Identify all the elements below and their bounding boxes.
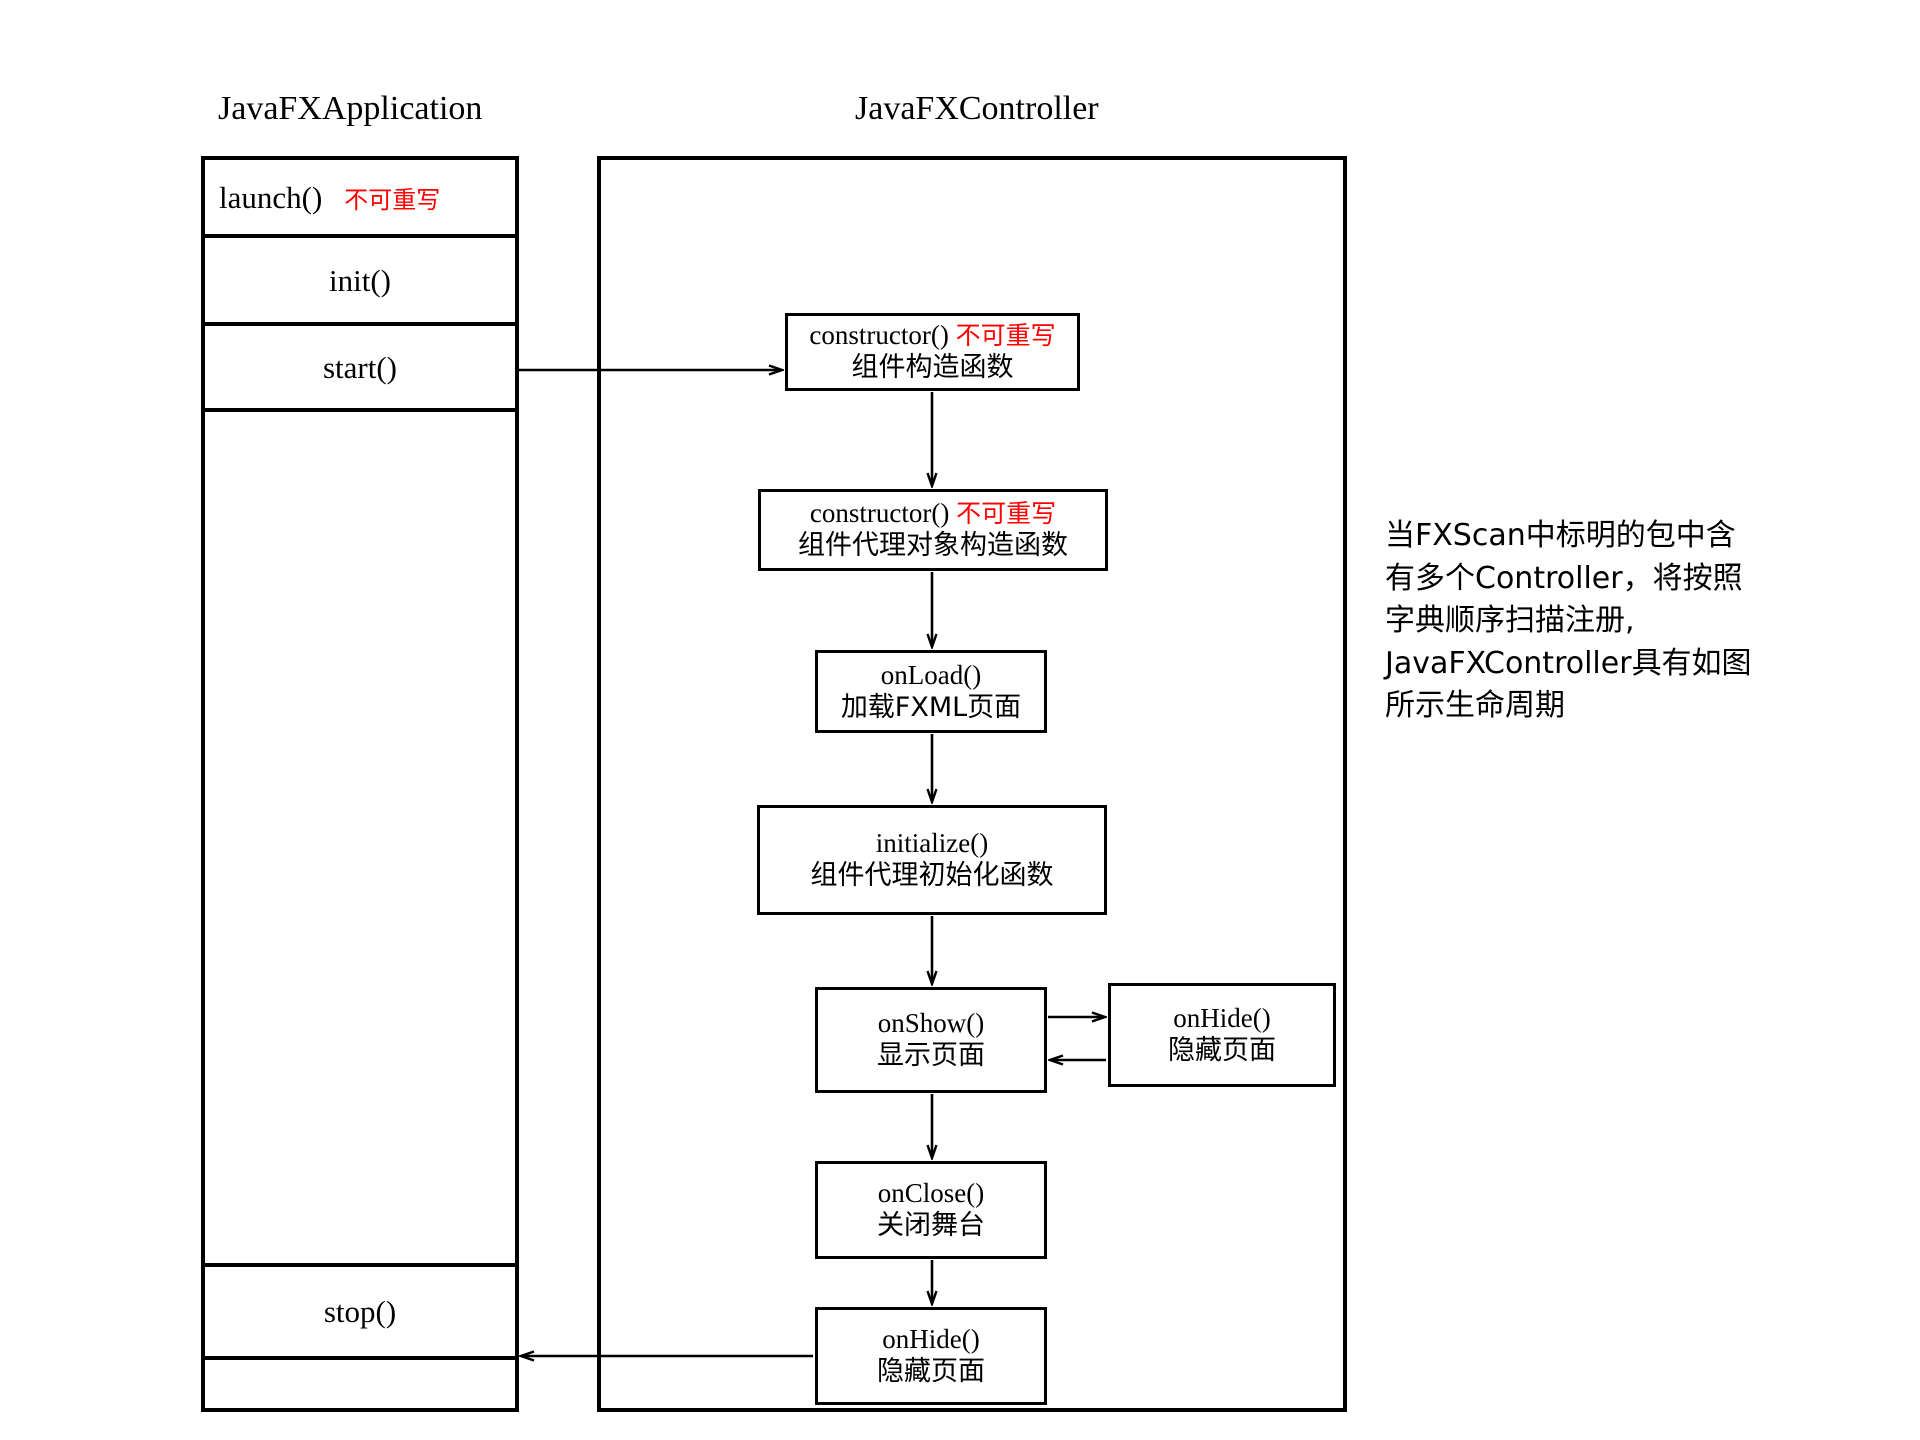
controller-column-title: JavaFXController bbox=[855, 90, 1099, 127]
onhide-side-subtitle: 隐藏页面 bbox=[1168, 1035, 1276, 1066]
side-annotation: 当FXScan中标明的包中含 有多个Controller，将按照 字典顺序扫描注… bbox=[1385, 515, 1855, 728]
launch-label: launch() bbox=[219, 179, 323, 215]
onshow-title: onShow() bbox=[877, 1008, 985, 1039]
application-column-title: JavaFXApplication bbox=[218, 90, 483, 127]
onhide-side-title: onHide() bbox=[1173, 1003, 1271, 1034]
annotation-line-1: 当FXScan中标明的包中含 bbox=[1385, 518, 1736, 553]
onload-title: onLoad() bbox=[880, 659, 982, 690]
launch-row-content: launch() 不可重写 bbox=[205, 182, 515, 213]
init-label: init() bbox=[329, 262, 391, 298]
flow-box-constructor-component[interactable]: constructor() 不可重写 组件构造函数 bbox=[785, 313, 1080, 391]
constructor-proxy-note: 不可重写 bbox=[956, 499, 1057, 529]
constructor-component-subtitle: 组件构造函数 bbox=[851, 352, 1014, 383]
onhide-bottom-subtitle: 隐藏页面 bbox=[877, 1356, 985, 1387]
flow-box-onload[interactable]: onLoad() 加载FXML页面 bbox=[815, 650, 1047, 733]
annotation-line-3: 字典顺序扫描注册, bbox=[1385, 603, 1635, 639]
initialize-subtitle: 组件代理初始化函数 bbox=[810, 860, 1054, 891]
flow-box-onhide-side[interactable]: onHide() 隐藏页面 bbox=[1108, 983, 1336, 1087]
application-row-start[interactable]: start() bbox=[205, 326, 515, 412]
flow-box-initialize[interactable]: initialize() 组件代理初始化函数 bbox=[757, 805, 1107, 915]
stop-label: stop() bbox=[323, 1294, 397, 1329]
flow-box-onhide-bottom[interactable]: onHide() 隐藏页面 bbox=[815, 1307, 1047, 1405]
annotation-line-2: 有多个Controller，将按照 bbox=[1385, 560, 1743, 596]
annotation-line-4: JavaFXController具有如图 bbox=[1385, 645, 1752, 681]
application-row-launch[interactable]: launch() 不可重写 bbox=[205, 160, 515, 238]
application-lifecycle-container: launch() 不可重写 init() start() stop() bbox=[201, 156, 519, 1412]
constructor-component-title-line: constructor() 不可重写 bbox=[809, 320, 1055, 352]
launch-note-not-overridable: 不可重写 bbox=[344, 185, 441, 214]
application-footer-strip bbox=[205, 1360, 515, 1408]
flow-box-onclose[interactable]: onClose() 关闭舞台 bbox=[815, 1161, 1047, 1259]
start-label: start() bbox=[322, 349, 398, 385]
application-row-stop[interactable]: stop() bbox=[205, 1263, 515, 1360]
constructor-proxy-title: constructor() bbox=[809, 498, 950, 529]
onshow-subtitle: 显示页面 bbox=[877, 1040, 985, 1071]
annotation-line-5: 所示生命周期 bbox=[1385, 688, 1565, 724]
application-row-init[interactable]: init() bbox=[205, 238, 515, 326]
flow-box-constructor-proxy[interactable]: constructor() 不可重写 组件代理对象构造函数 bbox=[758, 489, 1108, 571]
constructor-proxy-subtitle: 组件代理对象构造函数 bbox=[798, 530, 1068, 561]
constructor-component-title: constructor() bbox=[809, 320, 949, 351]
onhide-bottom-title: onHide() bbox=[882, 1324, 980, 1355]
constructor-proxy-title-line: constructor() 不可重写 bbox=[810, 498, 1056, 530]
onclose-title: onClose() bbox=[877, 1178, 985, 1209]
onload-subtitle: 加载FXML页面 bbox=[840, 691, 1022, 723]
initialize-title: initialize() bbox=[875, 828, 989, 859]
constructor-component-note: 不可重写 bbox=[955, 321, 1056, 351]
flow-box-onshow[interactable]: onShow() 显示页面 bbox=[815, 987, 1047, 1093]
onclose-subtitle: 关闭舞台 bbox=[877, 1210, 985, 1241]
